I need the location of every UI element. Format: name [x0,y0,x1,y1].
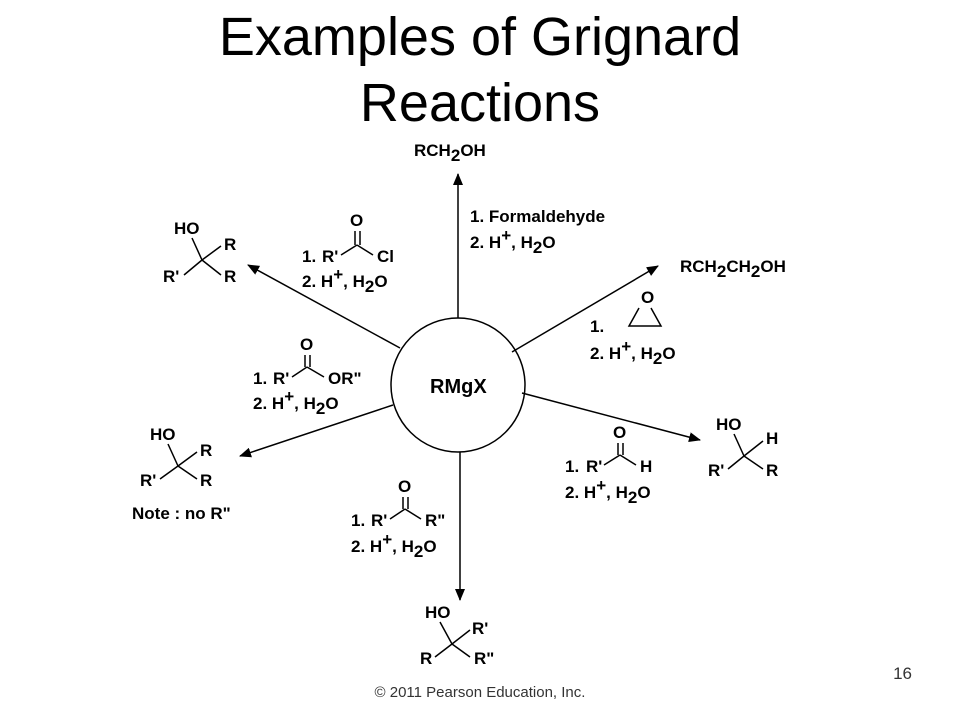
svg-text:RCH2OH: RCH2OH [414,141,486,165]
svg-text:R': R' [163,267,179,286]
svg-text:O: O [300,335,313,354]
svg-text:O: O [350,211,363,230]
product-up-left: HO R' R R [163,219,236,286]
svg-text:1.: 1. [302,247,316,266]
svg-text:1.: 1. [351,511,365,530]
svg-text:R: R [224,235,236,254]
product-up: RCH2OH [414,141,486,165]
svg-text:R: R [420,649,432,668]
conditions-up-step1: 1. Formaldehyde [470,207,605,226]
svg-text:HO: HO [150,425,176,444]
product-up-rch: RCH [414,141,451,160]
svg-text:H: H [766,429,778,448]
svg-text:RCH2CH2OH: RCH2CH2OH [680,257,786,281]
center-reagent-label: RMgX [430,376,487,398]
svg-text:H: H [640,457,652,476]
svg-text:R': R' [140,471,156,490]
svg-text:R: R [200,441,212,460]
note-no-rpp: Note : no R" [132,504,231,523]
conditions-down-right-step2: 2. H+, H2O [565,476,651,507]
epoxide-oxygen: O [641,288,654,307]
product-up-sub: 2 [451,146,460,165]
svg-text:R: R [224,267,236,286]
svg-text:R": R" [425,511,445,530]
svg-text:Cl: Cl [377,247,394,266]
conditions-up: 1. Formaldehyde 2. H+, H2O [470,207,605,257]
conditions-up-left-step2: 2. H+, H2O [302,265,388,296]
svg-text:HO: HO [425,603,451,622]
product-down-right: HO R' H R [708,415,778,480]
product-left: HO R' R R Note : no R" [132,425,231,523]
svg-text:1.: 1. [565,457,579,476]
svg-text:R: R [200,471,212,490]
svg-text:R': R' [708,461,724,480]
svg-text:1.: 1. [253,369,267,388]
svg-text:O: O [613,423,626,442]
svg-text:R': R' [322,247,338,266]
svg-text:OR": OR" [328,369,362,388]
arrow-down-right [521,392,701,443]
arrow-left [239,404,394,458]
reagent-down-right: 1. R' O H 2. H+, H2O [565,423,652,507]
page-number: 16 [893,664,912,683]
arrow-up-right [511,265,659,353]
conditions-down-step2: 2. H+, H2O [351,530,437,561]
svg-text:R': R' [371,511,387,530]
title-line-1: Examples of Grignard [218,7,742,67]
svg-text:R": R" [474,649,494,668]
svg-text:HO: HO [716,415,742,434]
product-up-oh: OH [460,141,486,160]
arrow-up-left [247,264,401,349]
product-up-right: RCH2CH2OH [680,257,786,281]
slide-title: Examples of Grignard Reactions [0,4,960,136]
title-line-2: Reactions [359,73,601,133]
svg-text:R': R' [472,619,488,638]
product-down: HO R' R R" [420,603,494,668]
reagent-left: 1. R' O OR" 2. H+, H2O [253,335,362,418]
reagent-down: 1. R' O R" 2. H+, H2O [351,477,445,561]
copyright-footer: © 2011 Pearson Education, Inc. [374,684,586,701]
conditions-up-right-step2: 2. H+, H2O [590,337,676,368]
svg-text:O: O [398,477,411,496]
conditions-up-step2: 2. H+, H2O [470,226,556,257]
svg-text:HO: HO [174,219,200,238]
svg-text:R': R' [273,369,289,388]
svg-text:R': R' [586,457,602,476]
epoxide-ring [627,307,663,327]
svg-text:R: R [766,461,778,480]
conditions-up-right-step1: 1. [590,317,604,336]
conditions-up-right: 1. O 2. H+, H2O [590,288,676,368]
conditions-left-step2: 2. H+, H2O [253,387,339,418]
reagent-up-left: 1. R' O Cl 2. H+, H2O [302,211,394,296]
